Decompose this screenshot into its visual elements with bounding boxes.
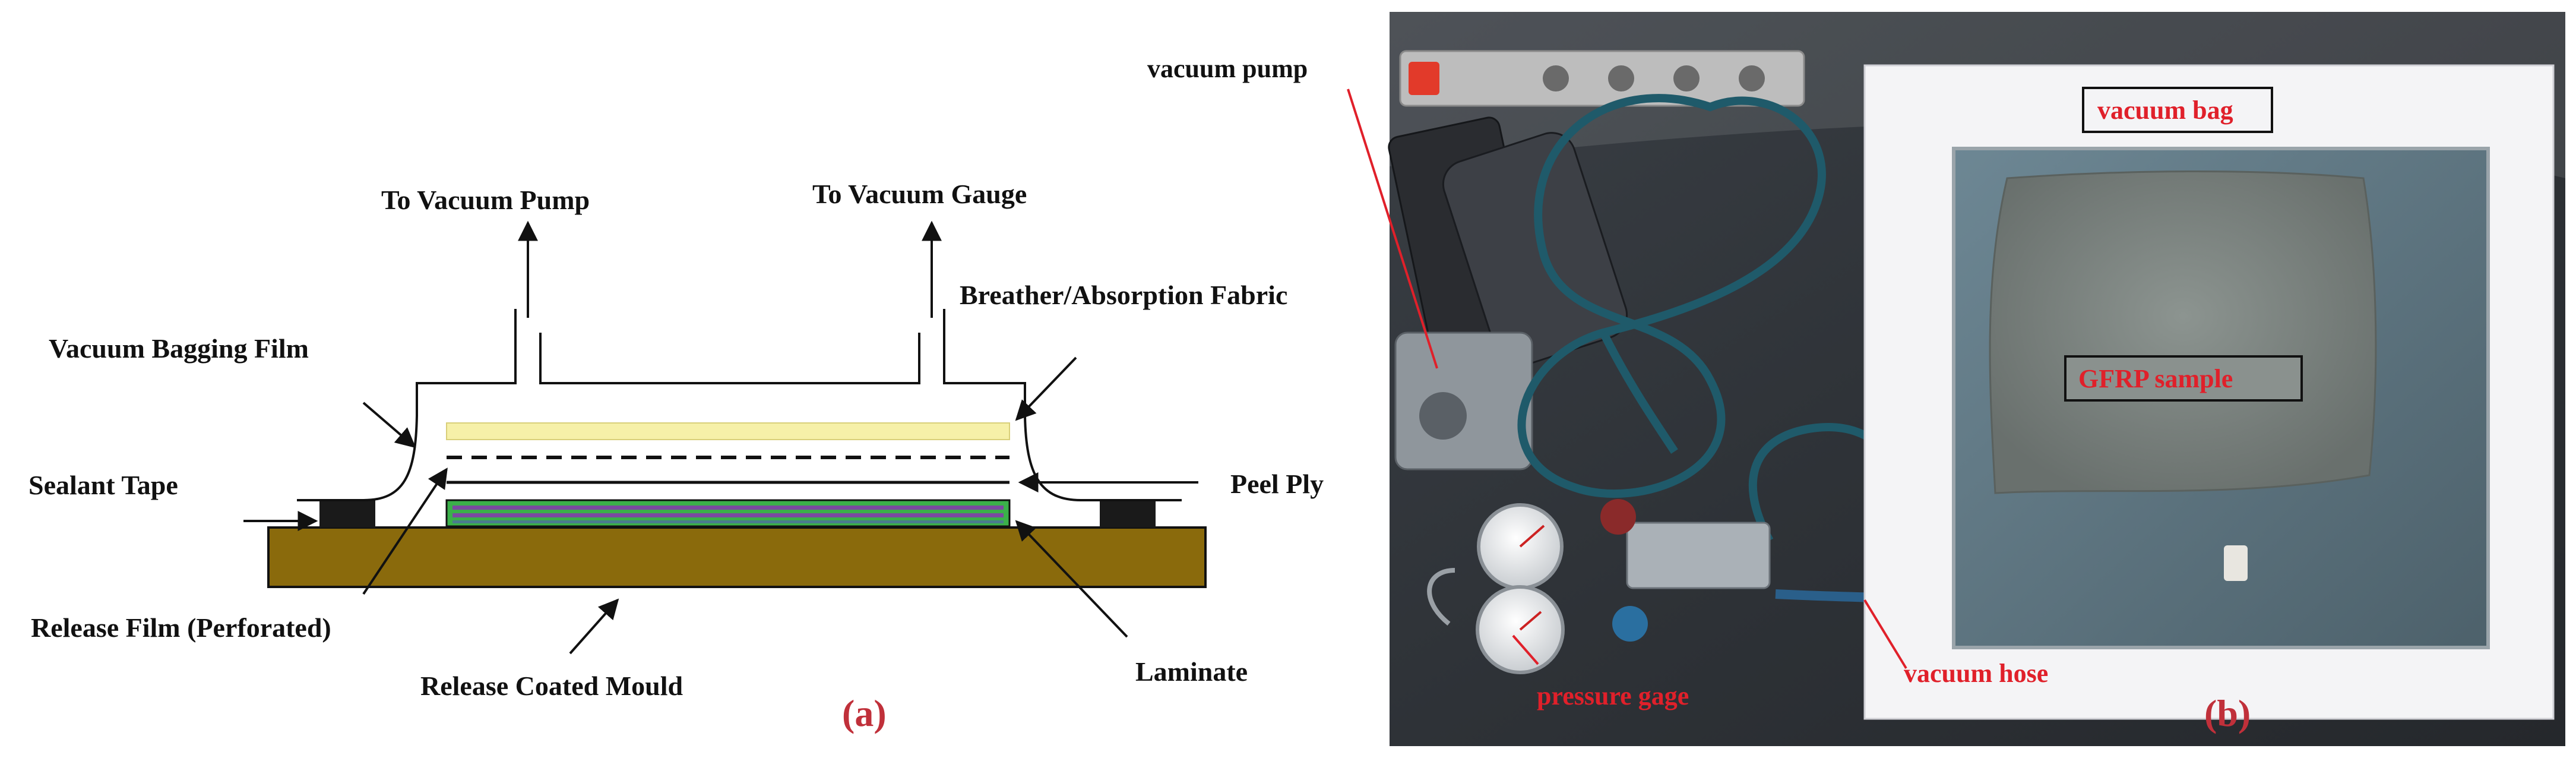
release-coated-mould bbox=[267, 526, 1207, 588]
label-to-vacuum-pump: To Vacuum Pump bbox=[381, 185, 590, 215]
arrow-laminate bbox=[1015, 520, 1128, 638]
leader-vacuum-hose bbox=[1863, 599, 1907, 669]
sealant-tape-right bbox=[1100, 500, 1156, 528]
label-gfrp-sample: GFRP sample bbox=[2078, 364, 2233, 393]
arrow-breather bbox=[1015, 356, 1077, 421]
label-sealant-tape: Sealant Tape bbox=[29, 470, 178, 500]
laminate-ply-3 bbox=[452, 520, 1004, 523]
box-gfrp-sample bbox=[2064, 355, 2303, 402]
panel-label-a: (a) bbox=[842, 692, 887, 734]
socket-icon-3 bbox=[1673, 65, 1700, 91]
manifold-block bbox=[1626, 522, 1771, 589]
power-switch-icon bbox=[1409, 62, 1439, 95]
arrow-release-coated-mould bbox=[569, 598, 619, 655]
hose-coil bbox=[1517, 94, 1826, 498]
label-release-film: Release Film (Perforated) bbox=[31, 612, 331, 643]
vacuum-pump-port bbox=[1419, 392, 1467, 440]
vacuum-bagging-diagram: To Vacuum Pump To Vacuum Gauge Breather/… bbox=[29, 179, 1324, 734]
vacuum-pump-head bbox=[1394, 331, 1533, 470]
laminate-ply-1 bbox=[452, 506, 1004, 510]
label-breather-fabric: Breather/Absorption Fabric bbox=[960, 280, 1287, 310]
socket-icon-2 bbox=[1608, 65, 1634, 91]
breather-fabric bbox=[446, 422, 1010, 440]
label-vacuum-bag: vacuum bag bbox=[2097, 96, 2233, 125]
label-vacuum-bagging-film: Vacuum Bagging Film bbox=[49, 333, 309, 364]
laminate-ply-2 bbox=[452, 513, 1004, 517]
socket-icon-4 bbox=[1739, 65, 1765, 91]
vacuum-bagging-film bbox=[297, 333, 1182, 501]
label-pressure-gage: pressure gage bbox=[1537, 681, 1689, 710]
panel-label-b: (b) bbox=[2204, 692, 2251, 734]
hose-connector bbox=[2224, 545, 2248, 581]
label-peel-ply: Peel Ply bbox=[1230, 469, 1324, 499]
label-laminate: Laminate bbox=[1135, 656, 1248, 687]
valve-knob-red bbox=[1600, 499, 1636, 535]
gauge-needle-top bbox=[1519, 525, 1545, 548]
label-release-coated-mould: Release Coated Mould bbox=[420, 671, 683, 701]
socket-icon-1 bbox=[1543, 65, 1569, 91]
sealant-tape-left bbox=[319, 500, 375, 528]
arrow-release-film bbox=[362, 468, 448, 595]
vacuum-setup-photo: vacuum pump vacuum bag GFRP sample press… bbox=[1147, 12, 2565, 746]
label-vacuum-hose: vacuum hose bbox=[1904, 659, 2048, 688]
hose-to-gauges bbox=[1599, 330, 1678, 454]
box-vacuum-bag bbox=[2082, 87, 2273, 133]
gfrp-sample bbox=[1989, 170, 2377, 494]
label-vacuum-pump: vacuum pump bbox=[1147, 54, 1308, 83]
leader-vacuum-pump bbox=[1347, 89, 1438, 369]
leader-pressure-gage bbox=[1512, 634, 1539, 665]
valve-knob-blue bbox=[1612, 606, 1648, 642]
label-to-vacuum-gauge: To Vacuum Gauge bbox=[812, 179, 1027, 209]
arrow-vacuum-bagging-film bbox=[362, 402, 416, 449]
gauge-needle-bottom bbox=[1519, 611, 1542, 631]
gauge-hook bbox=[1427, 568, 1455, 626]
